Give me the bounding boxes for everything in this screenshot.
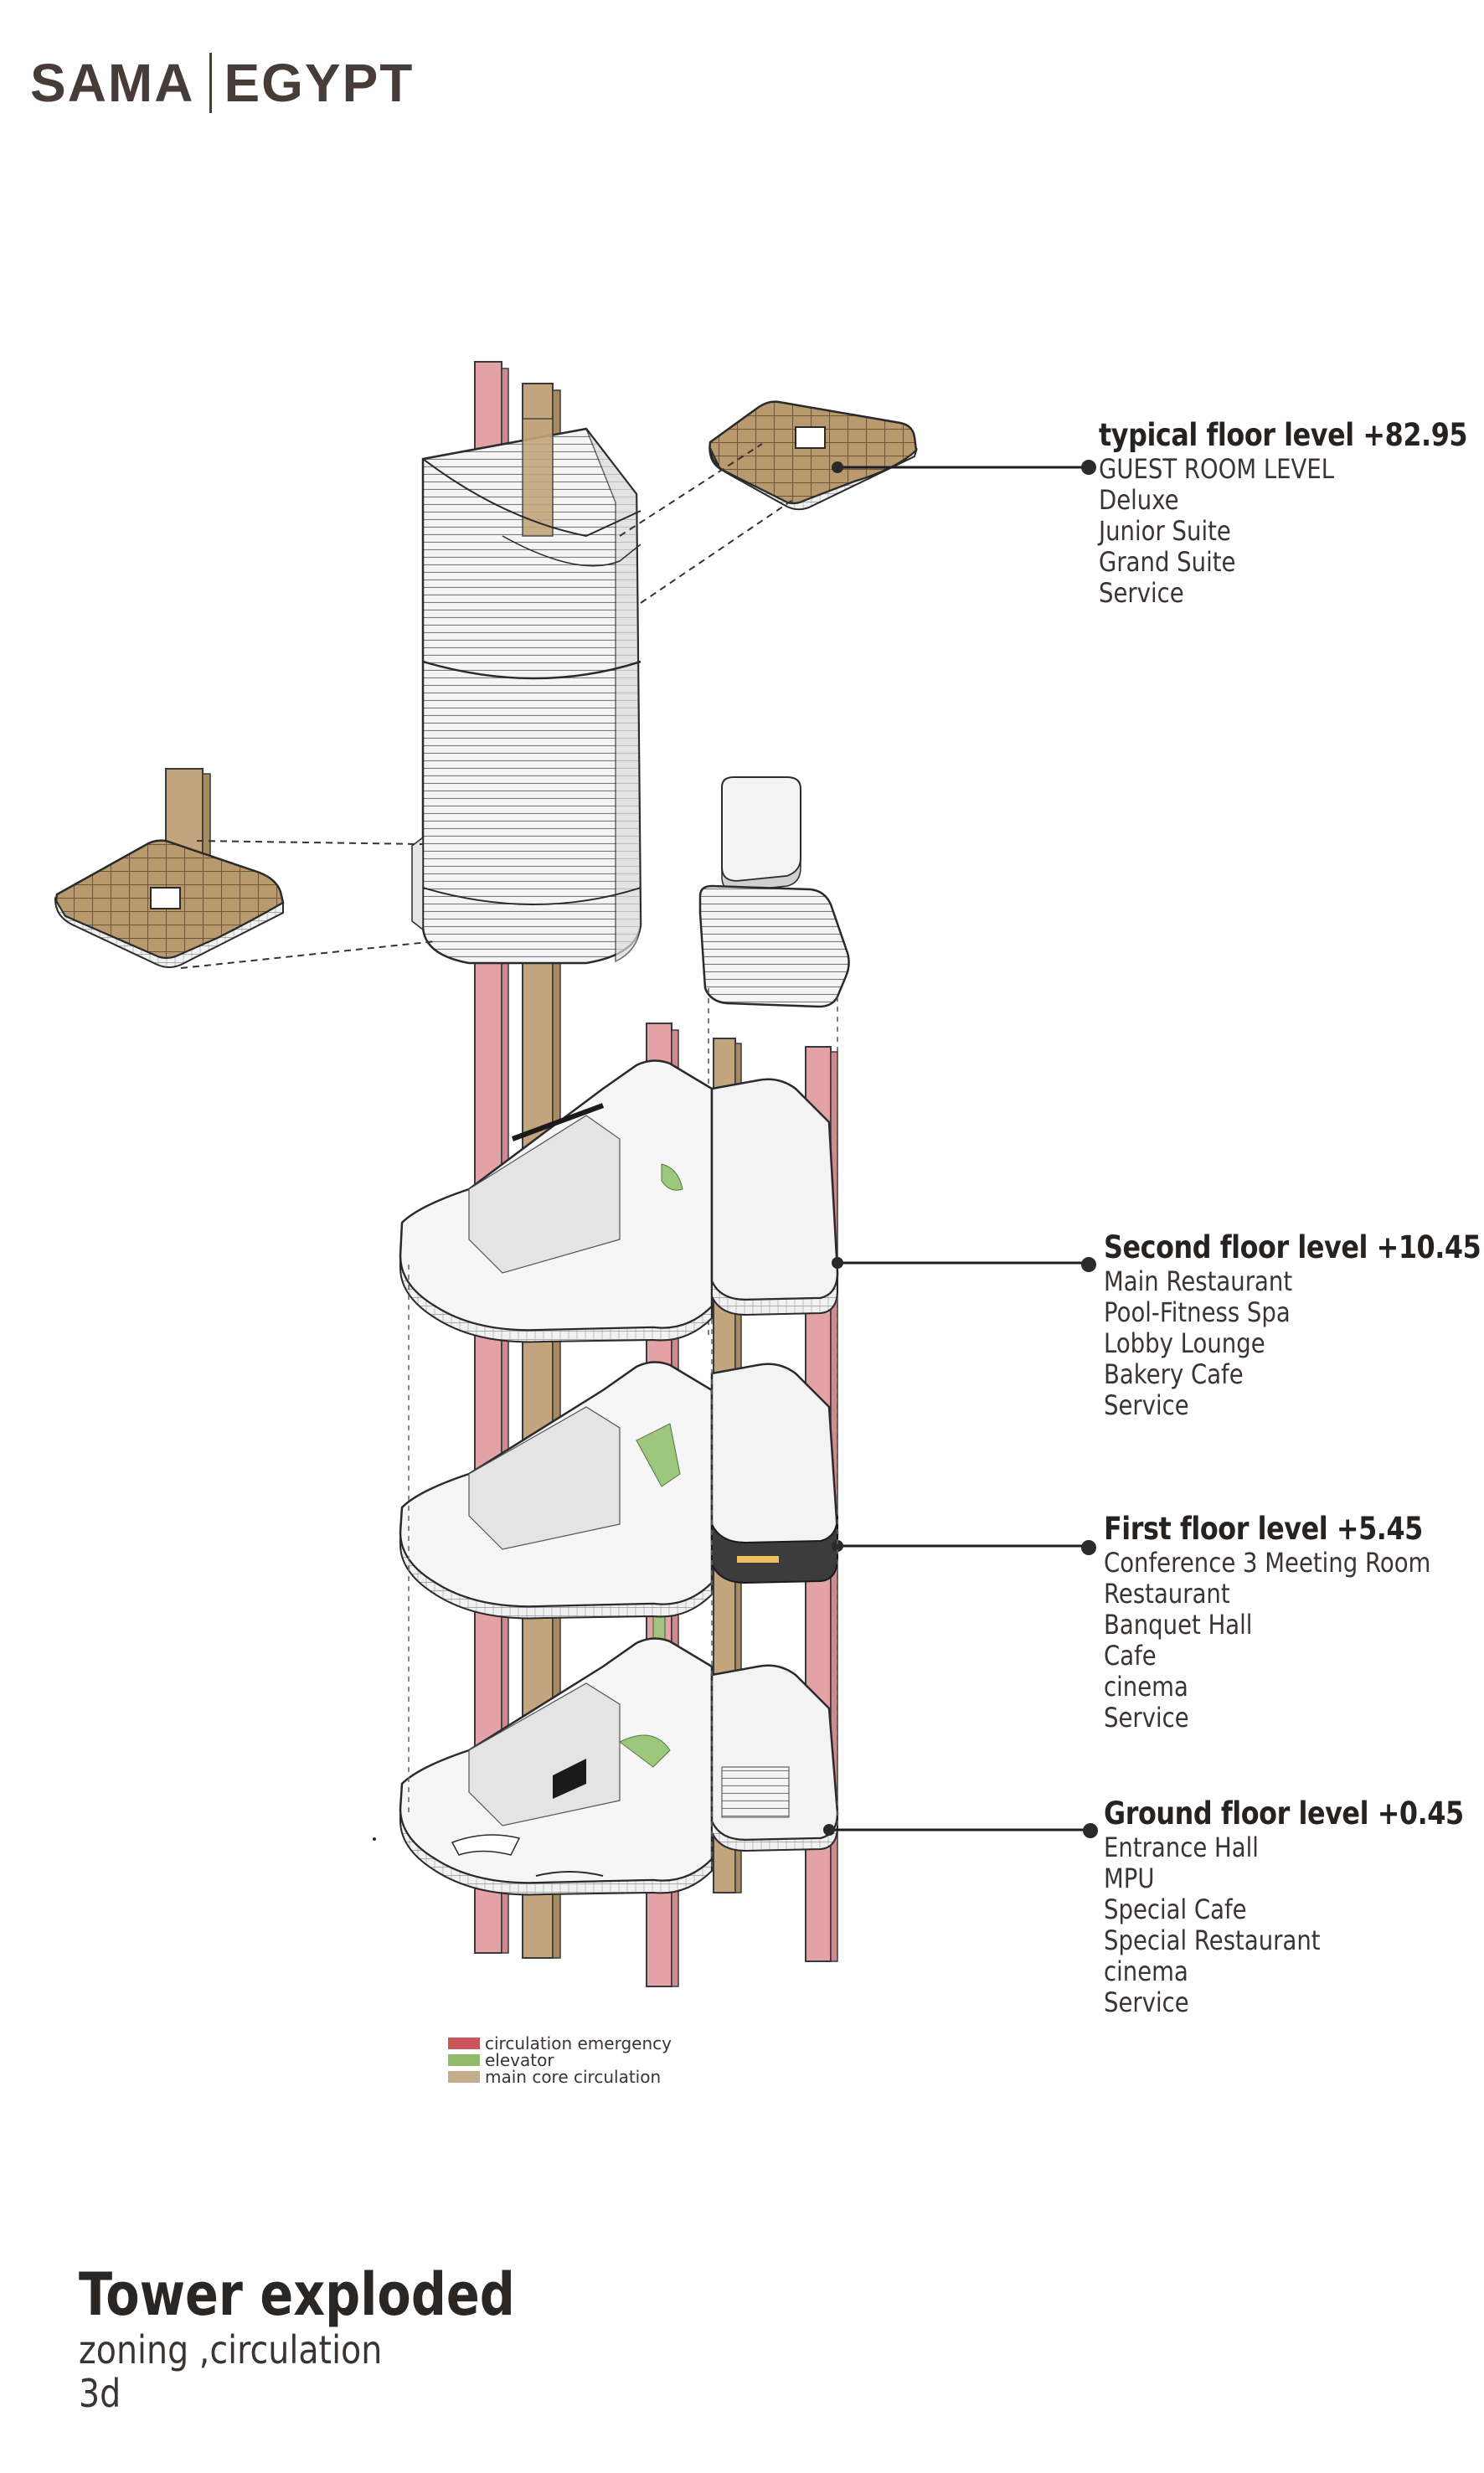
level-item: Service bbox=[1104, 1702, 1189, 1734]
roof-element-top bbox=[721, 776, 801, 892]
level-item: Lobby Lounge bbox=[1104, 1327, 1265, 1359]
level-item: Cafe bbox=[1104, 1640, 1157, 1672]
level-item: cinema bbox=[1104, 1955, 1188, 1987]
legend-item-core: main core circulation bbox=[448, 2067, 672, 2087]
label-typical-floor: typical floor level +82.95 GUEST ROOM LE… bbox=[1099, 417, 1484, 609]
level-item: Restaurant bbox=[1104, 1578, 1230, 1610]
level-item: GUEST ROOM LEVEL bbox=[1099, 453, 1335, 485]
brand-right: EGYPT bbox=[224, 53, 415, 113]
brand-left: SAMA bbox=[30, 53, 195, 113]
second-floor-plate bbox=[399, 1059, 1096, 1343]
left-floor-plan bbox=[54, 768, 436, 969]
legend-label: main core circulation bbox=[485, 2067, 662, 2087]
level-title: First floor level +5.45 bbox=[1104, 1511, 1423, 1547]
caption-subtitle: zoning ,circulation bbox=[79, 2327, 383, 2373]
level-title: Ground floor level +0.45 bbox=[1104, 1796, 1464, 1832]
tower-body bbox=[411, 418, 642, 965]
level-item: Grand Suite bbox=[1099, 546, 1236, 578]
ground-floor-plate bbox=[399, 1637, 1098, 1896]
brand-logo: SAMA EGYPT bbox=[30, 52, 414, 114]
level-item: Special Cafe bbox=[1104, 1893, 1247, 1925]
level-item: Special Restaurant bbox=[1104, 1924, 1321, 1956]
legend-label: circulation emergency bbox=[485, 2033, 672, 2053]
legend-label: elevator bbox=[485, 2050, 554, 2070]
level-item: Deluxe bbox=[1099, 484, 1179, 516]
level-item: Conference 3 Meeting Room bbox=[1104, 1547, 1431, 1579]
legend-swatch bbox=[448, 2038, 480, 2049]
caption-title: Tower exploded bbox=[79, 2260, 515, 2329]
brand-separator bbox=[209, 53, 213, 113]
level-item: Banquet Hall bbox=[1104, 1609, 1253, 1641]
level-title: typical floor level +82.95 bbox=[1099, 417, 1468, 453]
legend-item-emergency: circulation emergency bbox=[448, 2033, 672, 2053]
level-item: MPU bbox=[1104, 1862, 1155, 1894]
level-title: Second floor level +10.45 bbox=[1104, 1229, 1481, 1265]
level-item: Entrance Hall bbox=[1104, 1832, 1259, 1863]
level-item: Bakery Cafe bbox=[1104, 1358, 1244, 1390]
label-ground-floor: Ground floor level +0.45 Entrance Hall M… bbox=[1104, 1796, 1484, 2018]
level-item: Service bbox=[1099, 577, 1184, 609]
level-item: Junior Suite bbox=[1099, 515, 1231, 547]
typical-floor-plan bbox=[619, 400, 1096, 604]
caption-subtitle-2: 3d bbox=[79, 2371, 121, 2416]
level-item: Service bbox=[1104, 1389, 1189, 1421]
first-floor-plate bbox=[399, 1361, 1096, 1620]
projection-lines bbox=[408, 1265, 838, 1872]
legend-swatch bbox=[448, 2071, 480, 2083]
label-second-floor: Second floor level +10.45 Main Restauran… bbox=[1104, 1229, 1484, 1421]
level-item: cinema bbox=[1104, 1671, 1188, 1703]
level-item: Service bbox=[1104, 1986, 1189, 2018]
legend-item-elevator: elevator bbox=[448, 2050, 672, 2070]
label-first-floor: First floor level +5.45 Conference 3 Mee… bbox=[1104, 1511, 1484, 1734]
level-item: Pool-Fitness Spa bbox=[1104, 1296, 1291, 1328]
legend-swatch bbox=[448, 2054, 480, 2066]
caption: Tower exploded zoning ,circulation 3d bbox=[79, 2261, 598, 2415]
level-item: Main Restaurant bbox=[1104, 1265, 1293, 1297]
legend: circulation emergency elevator main core… bbox=[448, 2033, 672, 2087]
